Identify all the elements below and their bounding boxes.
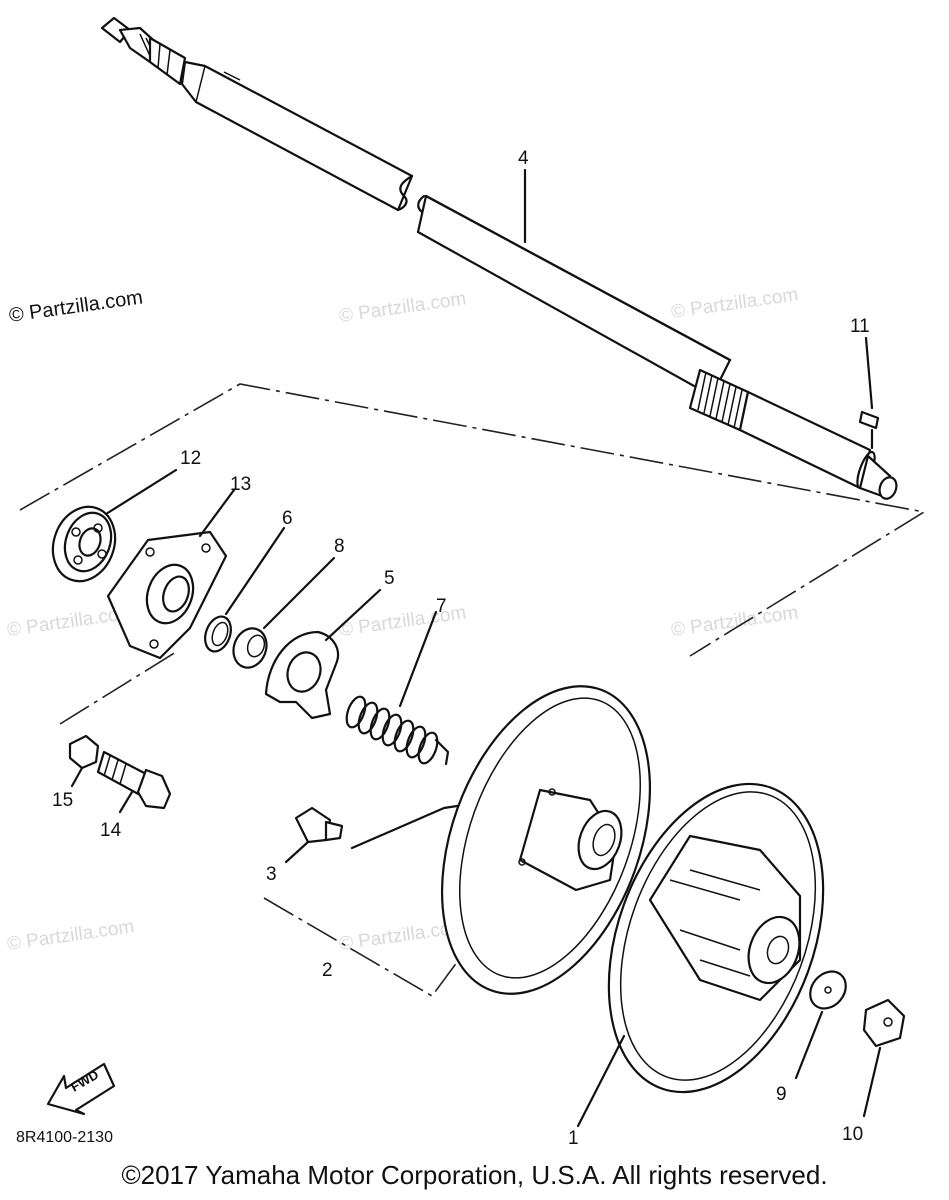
callout-4: 4	[518, 148, 529, 169]
copyright-notice: ©2017 Yamaha Motor Corporation, U.S.A. A…	[121, 1160, 828, 1190]
cam-part-5	[264, 588, 382, 720]
callout-8: 8	[334, 536, 345, 557]
callout-10: 10	[842, 1124, 863, 1145]
diagram-code: 8R4100-2130	[16, 1129, 113, 1146]
key-part-11	[858, 336, 880, 450]
ring-part-6	[204, 526, 286, 653]
sheave-part-2	[440, 685, 652, 995]
sheave-part-1	[576, 782, 825, 1128]
nut-part-15	[68, 734, 100, 788]
watermark: © Partzilla.com	[338, 602, 468, 641]
callout-14: 14	[100, 820, 122, 841]
bolt-part-14	[96, 750, 172, 814]
bushing-part-8	[232, 556, 336, 669]
callout-6: 6	[282, 508, 293, 529]
nut-part-10	[862, 998, 906, 1118]
watermark: © Partzilla.com	[670, 284, 800, 323]
spring-part-7	[345, 610, 450, 766]
watermark: © Partzilla.com	[670, 602, 800, 641]
callout-5: 5	[384, 568, 395, 589]
watermark: © Partzilla.com	[338, 288, 468, 327]
plate-part-13	[106, 488, 236, 660]
callout-12: 12	[180, 448, 201, 469]
washer-part-9	[794, 970, 847, 1080]
callout-13: 13	[230, 474, 251, 495]
callout-1: 1	[568, 1128, 579, 1149]
callout-11: 11	[850, 316, 870, 337]
bearing-part-12	[51, 468, 178, 583]
pin-part-3	[284, 806, 344, 864]
callout-9: 9	[776, 1084, 787, 1105]
shaft-part-4	[100, 16, 898, 500]
watermark: © Partzilla.com	[6, 916, 136, 955]
callout-3: 3	[266, 864, 277, 885]
callout-labels: 4 11 12 13 6 8 5 7 15 14 3 2 1 9 10	[52, 148, 870, 1149]
fwd-arrow-icon: FWD	[46, 1062, 116, 1116]
callout-2: 2	[322, 960, 333, 981]
watermark-dark: © Partzilla.com	[8, 286, 145, 327]
callout-7: 7	[436, 596, 447, 617]
callout-15: 15	[52, 790, 73, 811]
